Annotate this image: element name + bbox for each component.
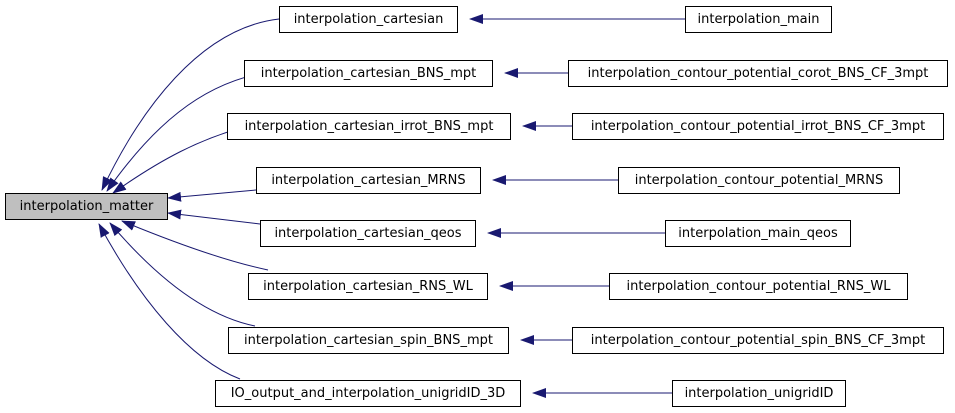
node-interpolation-cartesian-irrot-bns-mpt[interactable]: interpolation_cartesian_irrot_BNS_mpt [227, 113, 511, 140]
node-interpolation-cartesian-mrns[interactable]: interpolation_cartesian_MRNS [256, 167, 481, 194]
node-interpolation-main-qeos[interactable]: interpolation_main_qeos [665, 220, 851, 247]
node-interpolation-contour-potential-irrot-bns-cf-3mpt[interactable]: interpolation_contour_potential_irrot_BN… [572, 113, 944, 140]
node-interpolation-unigridid[interactable]: interpolation_unigridID [672, 380, 846, 407]
node-interpolation-cartesian-bns-mpt[interactable]: interpolation_cartesian_BNS_mpt [244, 60, 493, 87]
node-interpolation-contour-potential-corot-bns-cf-3mpt[interactable]: interpolation_contour_potential_corot_BN… [568, 60, 948, 87]
node-interpolation-contour-potential-spin-bns-cf-3mpt[interactable]: interpolation_contour_potential_spin_BNS… [572, 327, 944, 354]
node-interpolation-cartesian[interactable]: interpolation_cartesian [279, 6, 458, 33]
node-interpolation-cartesian-rns-wl[interactable]: interpolation_cartesian_RNS_WL [248, 273, 488, 300]
edge-interpolation-cartesian-rns-wl [121, 220, 269, 271]
node-interpolation-contour-potential-rns-wl[interactable]: interpolation_contour_potential_RNS_WL [609, 273, 908, 300]
edge-interpolation-cartesian-spin-bns-mpt [109, 222, 256, 327]
edge-interpolation-cartesian [101, 18, 280, 191]
edge-interpolation-cartesian-qeos [167, 209, 261, 225]
node-interpolation-cartesian-spin-bns-mpt[interactable]: interpolation_cartesian_spin_BNS_mpt [228, 327, 509, 354]
edge-interpolation-cartesian-mrns [167, 189, 257, 202]
node-interpolation-main[interactable]: interpolation_main [685, 6, 832, 33]
node-interpolation-contour-potential-mrns[interactable]: interpolation_contour_potential_MRNS [618, 167, 900, 194]
root-node-interpolation-matter: interpolation_matter [5, 193, 168, 220]
edge-io-output-and-interpolation-unigridid-3d [98, 223, 241, 380]
node-io-output-and-interpolation-unigridid-3d[interactable]: IO_output_and_interpolation_unigridID_3D [215, 380, 521, 407]
node-interpolation-cartesian-qeos[interactable]: interpolation_cartesian_qeos [260, 220, 476, 247]
